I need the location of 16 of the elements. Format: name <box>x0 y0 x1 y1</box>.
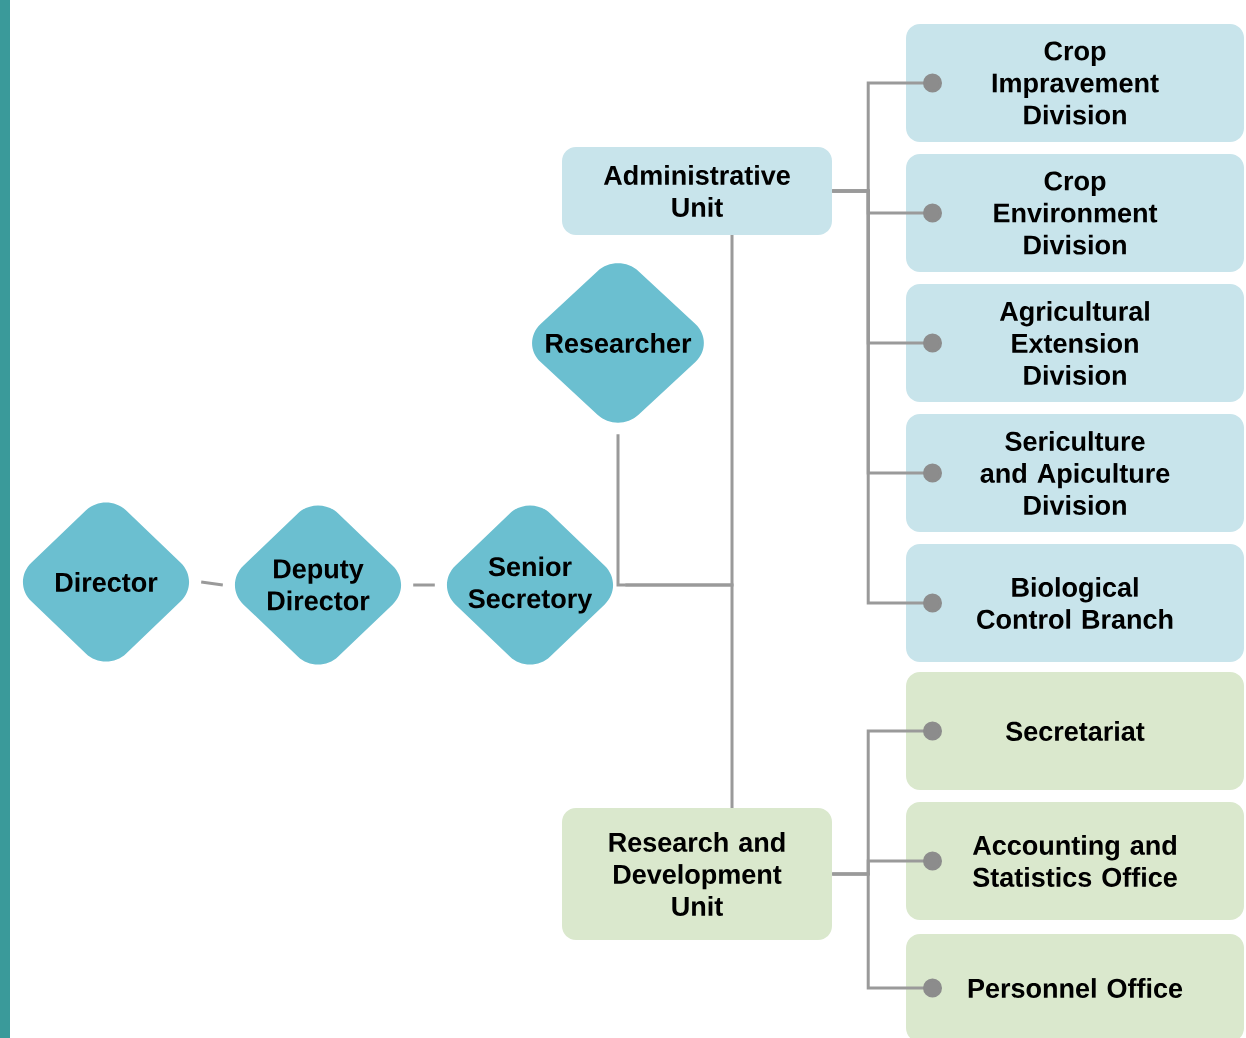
connector <box>413 583 435 587</box>
unit-box: Crop Environment Division <box>906 154 1244 272</box>
unit-box: Agricultural Extension Division <box>906 284 1244 402</box>
connector <box>625 583 734 808</box>
connector <box>201 580 223 587</box>
unit-box: Secretariat <box>906 672 1244 790</box>
unit-box: Administrative Unit <box>562 147 832 235</box>
connector <box>616 434 626 587</box>
unit-box: Personnel Office <box>906 934 1244 1038</box>
unit-box: Crop Impravement Division <box>906 24 1244 142</box>
connector <box>832 189 942 613</box>
unit-box: Biological Control Branch <box>906 544 1244 662</box>
unit-box: Research and Development Unit <box>562 808 832 940</box>
unit-box: Accounting and Statistics Office <box>906 802 1244 920</box>
connector <box>832 872 942 998</box>
unit-box: Sericulture and Apiculture Division <box>906 414 1244 532</box>
